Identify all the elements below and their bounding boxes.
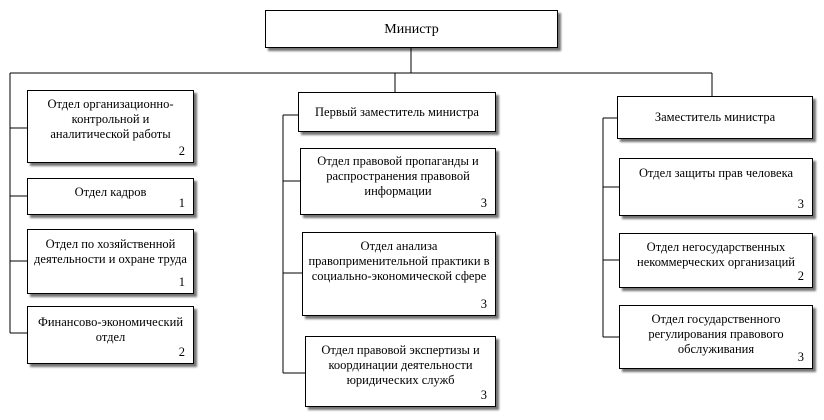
dept-economic-labor: Отдел по хозяйственной деятельности и ох… [27,229,194,294]
dept-count: 2 [178,345,185,359]
minister-label: Министр [384,21,439,37]
dept-nonprofit: Отдел негосударственных некоммерческих о… [619,233,813,288]
dept-count: 3 [797,197,804,211]
dept-label: Отдел правовой экспертизы и координации … [321,343,480,387]
first-deputy-box: Первый заместитель министра [298,92,496,132]
minister-box: Министр [265,10,558,48]
dept-count: 1 [178,275,185,289]
dept-label: Отдел негосударственных некоммерческих о… [637,240,795,269]
dept-legal-services-regulation: Отдел государственного регулирования пра… [619,305,813,369]
dept-human-rights: Отдел защиты прав человека 3 [619,158,813,216]
dept-label: Отдел кадров [74,185,147,199]
deputy-box: Заместитель министра [617,96,813,139]
dept-hr: Отдел кадров 1 [27,178,194,215]
dept-count: 3 [480,196,487,210]
dept-count: 1 [178,196,185,210]
dept-label: Отдел правовой пропаганды и распростране… [317,154,479,198]
dept-label: Финансово-экономический отдел [37,315,184,344]
dept-label: Отдел по хозяйственной деятельности и ох… [34,237,187,266]
dept-legal-expertise: Отдел правовой экспертизы и координации … [305,336,496,407]
dept-label: Отдел организационно-контрольной и анали… [47,97,174,141]
dept-count: 3 [797,350,804,364]
deputy-label: Заместитель министра [654,110,776,124]
dept-label: Отдел анализа правоприменительной практи… [308,239,490,283]
dept-label: Отдел защиты прав человека [638,166,794,180]
first-deputy-label: Первый заместитель министра [315,104,479,119]
dept-label: Отдел государственного регулирования пра… [648,312,784,356]
dept-count: 3 [480,388,487,402]
dept-law-practice: Отдел анализа правоприменительной практи… [302,232,496,316]
dept-count: 2 [178,144,185,158]
dept-org-control: Отдел организационно-контрольной и анали… [27,90,194,163]
dept-legal-propaganda: Отдел правовой пропаганды и распростране… [300,148,496,215]
dept-finance: Финансово-экономический отдел 2 [27,306,194,364]
dept-count: 2 [797,269,804,283]
dept-count: 3 [480,297,487,311]
